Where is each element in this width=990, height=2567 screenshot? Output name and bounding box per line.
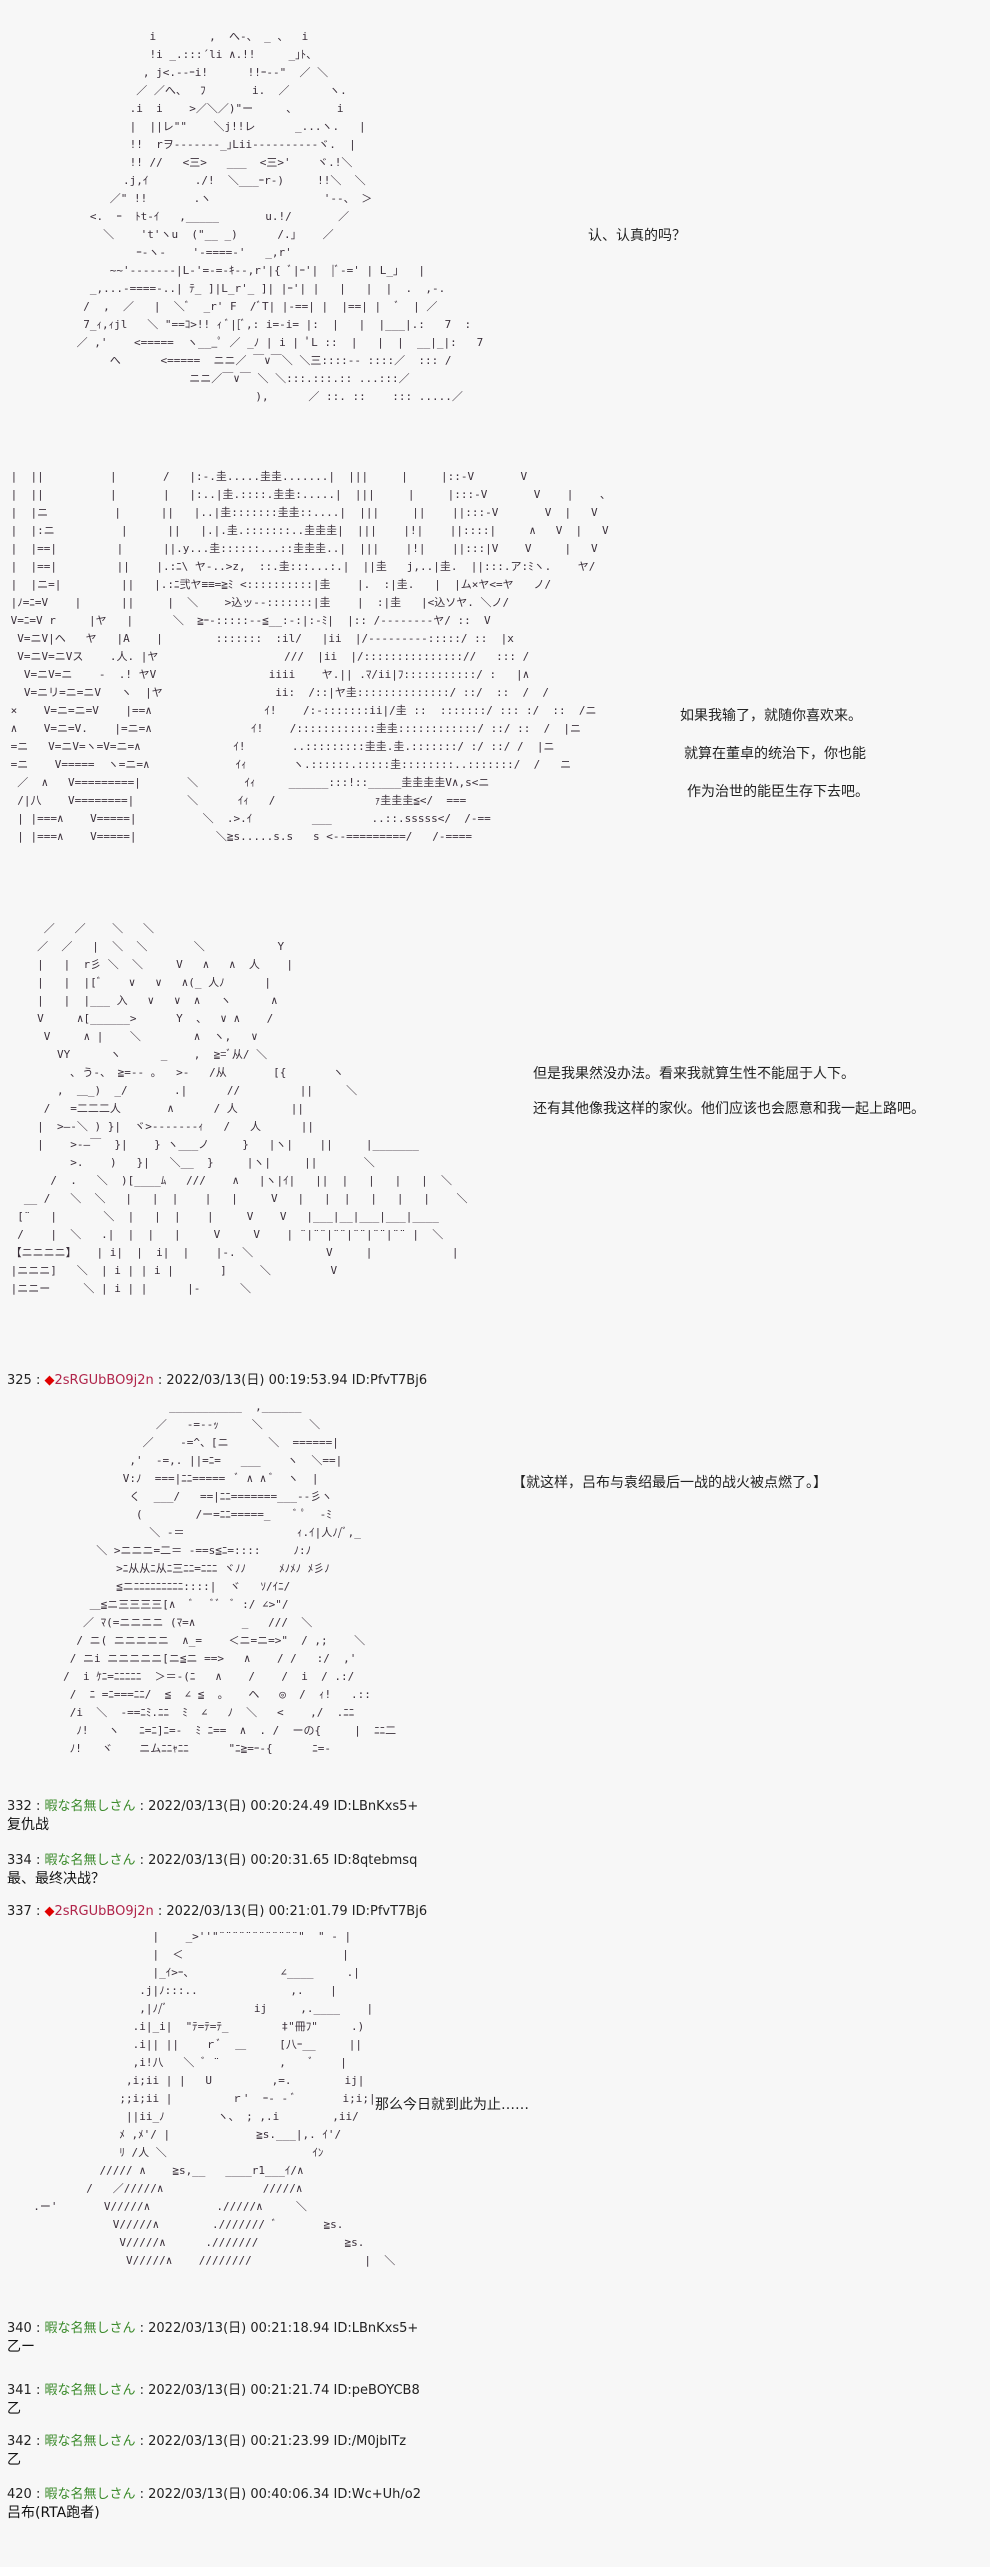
poster-name[interactable]: 暇な名無しさん <box>44 2434 136 2449</box>
ascii-art-5: | _>''"¨¨¨¨¨¨¨¨¨¨¨¨" " - | | ＜ | |_ｲ>ｰ、 … <box>33 1930 396 2267</box>
diamond-icon: ◆ <box>44 1904 55 1919</box>
post-header: 420 : 暇な名無しさん : 2022/03/13(日) 00:40:06.3… <box>7 2487 422 2502</box>
post-header: 325 : ◆2sRGUbBO9j2n : 2022/03/13(日) 00:1… <box>7 1373 428 1388</box>
post-number: 325 <box>7 1373 32 1388</box>
ascii-art-1: i , へ-、 _ 、 i !i _.:::´li ∧.!! _｣ﾄ、 , j<… <box>76 30 484 403</box>
post-number: 334 <box>7 1853 32 1868</box>
ascii-art-4: ___________ ,______ ／ -=--ｯ ＼ ＼ ／ -=^、[ニ… <box>63 1400 397 1755</box>
post-date-id: : 2022/03/13(日) 00:21:23.99 ID:/M0jbITz <box>135 2434 407 2449</box>
post-date-id: : 2022/03/13(日) 00:19:53.94 ID:PfvT7Bj6 <box>153 1373 428 1388</box>
post-header: 342 : 暇な名無しさん : 2022/03/13(日) 00:21:23.9… <box>7 2434 407 2449</box>
poster-name[interactable]: 暇な名無しさん <box>44 2487 136 2502</box>
poster-name[interactable]: 暇な名無しさん <box>44 2321 136 2336</box>
post-number: 337 <box>7 1904 32 1919</box>
post-date-id: : 2022/03/13(日) 00:40:06.34 ID:Wc+Uh/o2 <box>135 2487 422 2502</box>
post-header: 337 : ◆2sRGUbBO9j2n : 2022/03/13(日) 00:2… <box>7 1904 428 1919</box>
narration-caption: 【就这样，吕布与袁绍最后一战的战火被点燃了。】 <box>512 1475 827 1491</box>
dialogue-line: 但是我果然没办法。看来我就算生性不能屈于人下。 <box>533 1066 855 1082</box>
dialogue-line: 认、认真的吗？ <box>588 228 686 244</box>
poster-name[interactable]: 暇な名無しさん <box>44 1799 136 1814</box>
post-date-id: : 2022/03/13(日) 00:21:18.94 ID:LBnKxs5+ <box>135 2321 419 2336</box>
post-number: 341 <box>7 2383 32 2398</box>
post-body: 乙 <box>7 2452 21 2468</box>
dialogue-line: 还有其他像我这样的家伙。他们应该也会愿意和我一起上路吧。 <box>533 1101 925 1117</box>
post-date-id: : 2022/03/13(日) 00:20:31.65 ID:8qtebmsq <box>135 1853 418 1868</box>
post-body: 乙 <box>7 2401 21 2417</box>
poster-name[interactable]: 2sRGUbBO9j2n <box>54 1373 154 1388</box>
post-number: 332 <box>7 1799 32 1814</box>
ascii-art-2: | || | / |:-.圭.....圭圭.......| ||| | |::-… <box>10 470 611 843</box>
post-header: 341 : 暇な名無しさん : 2022/03/13(日) 00:21:21.7… <box>7 2383 420 2398</box>
post-date-id: : 2022/03/13(日) 00:21:01.79 ID:PfvT7Bj6 <box>153 1904 428 1919</box>
post-date-id: : 2022/03/13(日) 00:21:21.74 ID:peBOYCB8 <box>135 2383 420 2398</box>
ascii-art-3: ／ ／ ＼ ＼ ／ ／ | ＼ ＼ ＼ Y | | r彡 ＼ ＼ V ∧ ∧ 人… <box>10 922 468 1295</box>
dialogue-line: 如果我输了，就随你喜欢来。 <box>680 708 862 724</box>
dialogue-line: 作为治世的能臣生存下去吧。 <box>687 784 869 800</box>
post-number: 340 <box>7 2321 32 2336</box>
poster-name[interactable]: 2sRGUbBO9j2n <box>54 1904 154 1919</box>
dialogue-line: 就算在董卓的统治下，你也能 <box>684 746 866 762</box>
post-header: 340 : 暇な名無しさん : 2022/03/13(日) 00:21:18.9… <box>7 2321 419 2336</box>
poster-name[interactable]: 暇な名無しさん <box>44 2383 136 2398</box>
poster-name[interactable]: 暇な名無しさん <box>44 1853 136 1868</box>
post-body: 乙ー <box>7 2339 35 2355</box>
post-date-id: : 2022/03/13(日) 00:20:24.49 ID:LBnKxs5+ <box>135 1799 419 1814</box>
diamond-icon: ◆ <box>44 1373 55 1388</box>
post-header: 332 : 暇な名無しさん : 2022/03/13(日) 00:20:24.4… <box>7 1799 419 1814</box>
post-number: 420 <box>7 2487 32 2502</box>
post-body: 复仇战 <box>7 1817 49 1833</box>
post-header: 334 : 暇な名無しさん : 2022/03/13(日) 00:20:31.6… <box>7 1853 418 1868</box>
dialogue-line: 那么今日就到此为止…… <box>375 2097 529 2113</box>
post-number: 342 <box>7 2434 32 2449</box>
post-body: 吕布(RTA跑者) <box>7 2505 100 2521</box>
post-body: 最、最终决战？ <box>7 1871 105 1887</box>
